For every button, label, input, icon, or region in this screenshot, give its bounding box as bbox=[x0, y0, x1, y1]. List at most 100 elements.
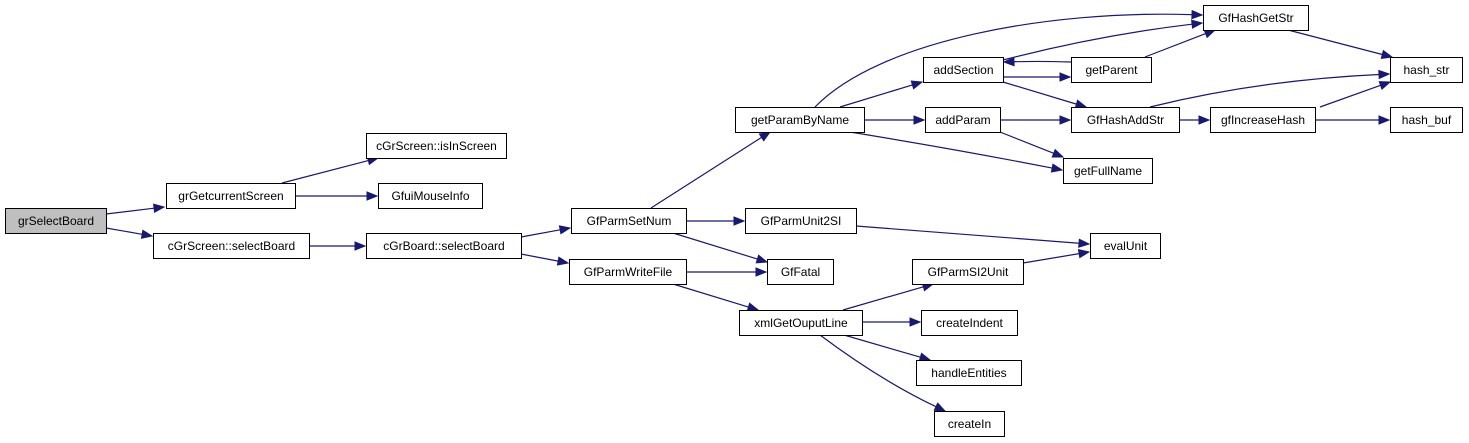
node-GfFatal[interactable]: GfFatal bbox=[767, 259, 834, 285]
node-GfParmWriteFile[interactable]: GfParmWriteFile bbox=[569, 259, 687, 285]
node-label: addParam bbox=[935, 113, 990, 127]
arrowhead-icon bbox=[1059, 115, 1072, 125]
node-box bbox=[739, 310, 863, 336]
node-label: createIn bbox=[948, 417, 991, 431]
arrowhead-icon bbox=[758, 131, 772, 142]
node-label: GfHashGetStr bbox=[1218, 11, 1293, 25]
node-box bbox=[1390, 107, 1463, 133]
node-xmlGetOuputLine[interactable]: xmlGetOuputLine bbox=[739, 310, 863, 336]
edge-line bbox=[672, 283, 749, 308]
node-gfIncreaseHash[interactable]: gfIncreaseHash bbox=[1210, 107, 1316, 133]
node-GfHashGetStr[interactable]: GfHashGetStr bbox=[1203, 5, 1309, 31]
arrowhead-icon bbox=[1191, 19, 1204, 29]
node-label: xmlGetOuputLine bbox=[754, 316, 848, 330]
node-cGrScreen_selectBoard[interactable]: cGrScreen::selectBoard bbox=[153, 233, 310, 259]
edge-getParamByName-to-getFullName bbox=[849, 131, 1064, 173]
node-cGrScreen_isInScreen[interactable]: cGrScreen::isInScreen bbox=[366, 133, 507, 159]
edge-cGrScreen_selectBoard-to-cGrBoard_selectBoard bbox=[309, 241, 367, 251]
edge-line bbox=[1002, 81, 1077, 105]
edge-GfParmSetNum-to-GfFatal bbox=[672, 232, 769, 264]
node-label: gfIncreaseHash bbox=[1221, 113, 1305, 127]
arrowhead-icon bbox=[354, 241, 367, 251]
node-GfParmUnit2SI[interactable]: GfParmUnit2SI bbox=[745, 208, 857, 234]
node-addParam[interactable]: addParam bbox=[925, 107, 1001, 133]
arrowhead-icon bbox=[913, 115, 926, 125]
node-getParent[interactable]: getParent bbox=[1071, 57, 1152, 83]
node-cGrBoard_selectBoard[interactable]: cGrBoard::selectBoard bbox=[366, 233, 522, 259]
arrowhead-icon bbox=[1002, 56, 1015, 67]
node-grGetcurrentScreen[interactable]: grGetcurrentScreen bbox=[166, 183, 296, 209]
node-box bbox=[378, 183, 483, 209]
arrowhead-icon bbox=[910, 80, 924, 90]
edge-gfIncreaseHash-to-hash_buf bbox=[1315, 115, 1391, 125]
node-getParamByName[interactable]: getParamByName bbox=[735, 107, 865, 133]
arrowhead-icon bbox=[140, 229, 154, 239]
node-box bbox=[916, 360, 1022, 386]
edge-line bbox=[842, 286, 924, 311]
edge-grGetcurrentScreen-to-GfuiMouseInfo bbox=[295, 191, 379, 201]
arrowhead-icon bbox=[1198, 115, 1211, 125]
node-hash_str[interactable]: hash_str bbox=[1390, 57, 1463, 83]
node-label: GfuiMouseInfo bbox=[391, 189, 469, 203]
node-box bbox=[745, 208, 857, 234]
edge-GfParmSetNum-to-GfParmUnit2SI bbox=[686, 216, 746, 226]
edge-line bbox=[839, 84, 913, 108]
node-createIn[interactable]: createIn bbox=[934, 411, 1005, 437]
node-box bbox=[1203, 5, 1309, 31]
arrowhead-icon bbox=[153, 203, 166, 213]
arrowhead-icon bbox=[1078, 238, 1091, 248]
edge-GfHashAddStr-to-gfIncreaseHash bbox=[1179, 115, 1211, 125]
edge-addSection-to-GfHashGetStr bbox=[1002, 19, 1204, 61]
node-label: cGrBoard::selectBoard bbox=[383, 239, 504, 253]
edge-addParam-to-getFullName bbox=[999, 131, 1065, 158]
node-GfParmSetNum[interactable]: GfParmSetNum bbox=[571, 208, 687, 234]
node-label: getParamByName bbox=[751, 113, 849, 127]
edge-line bbox=[520, 229, 561, 238]
edge-cGrBoard_selectBoard-to-GfParmSetNum bbox=[520, 225, 572, 238]
node-evalUnit[interactable]: evalUnit bbox=[1090, 233, 1161, 259]
edge-line bbox=[1319, 84, 1381, 108]
edge-xmlGetOuputLine-to-GfParmSI2Unit bbox=[842, 282, 935, 311]
node-label: GfHashAddStr bbox=[1087, 113, 1164, 127]
node-box bbox=[735, 107, 865, 133]
arrowhead-icon bbox=[556, 256, 570, 266]
edge-gfIncreaseHash-to-hash_str bbox=[1319, 81, 1392, 108]
node-hash_buf[interactable]: hash_buf bbox=[1390, 107, 1463, 133]
node-GfuiMouseInfo[interactable]: GfuiMouseInfo bbox=[378, 183, 483, 209]
arrowhead-icon bbox=[918, 352, 932, 362]
node-label: hash_str bbox=[1403, 63, 1449, 77]
node-box bbox=[934, 411, 1005, 437]
node-GfHashAddStr[interactable]: GfHashAddStr bbox=[1071, 107, 1180, 133]
edge-addSection-to-getParent bbox=[1003, 72, 1072, 82]
node-addSection[interactable]: addSection bbox=[923, 57, 1004, 83]
edge-GfParmSI2Unit-to-evalUnit bbox=[1022, 249, 1091, 264]
node-label: hash_buf bbox=[1402, 113, 1452, 127]
node-box bbox=[921, 310, 1018, 336]
edge-line bbox=[105, 207, 155, 215]
node-box bbox=[5, 208, 107, 234]
node-box bbox=[1071, 107, 1180, 133]
arrowhead-icon bbox=[558, 225, 572, 235]
node-box bbox=[923, 57, 1004, 83]
node-label: evalUnit bbox=[1104, 239, 1148, 253]
edge-line bbox=[843, 334, 921, 358]
edge-addParam-to-GfHashAddStr bbox=[1000, 115, 1072, 125]
arrowhead-icon bbox=[755, 254, 769, 264]
edge-line bbox=[281, 159, 369, 184]
node-createIndent[interactable]: createIndent bbox=[921, 310, 1018, 336]
edge-line bbox=[1287, 29, 1383, 56]
node-GfParmSI2Unit[interactable]: GfParmSI2Unit bbox=[912, 259, 1024, 285]
node-label: GfParmSetNum bbox=[587, 214, 672, 228]
edge-line bbox=[814, 13, 1193, 108]
node-box bbox=[366, 233, 522, 259]
edge-line bbox=[1149, 73, 1380, 108]
node-handleEntities[interactable]: handleEntities bbox=[916, 360, 1022, 386]
edge-line bbox=[520, 253, 559, 262]
edge-line bbox=[999, 131, 1054, 154]
arrowhead-icon bbox=[1378, 81, 1392, 90]
edge-line bbox=[1144, 33, 1206, 58]
edge-addSection-to-GfHashAddStr bbox=[1002, 81, 1088, 109]
arrowhead-icon bbox=[366, 191, 379, 201]
node-getFullName[interactable]: getFullName bbox=[1063, 158, 1153, 184]
